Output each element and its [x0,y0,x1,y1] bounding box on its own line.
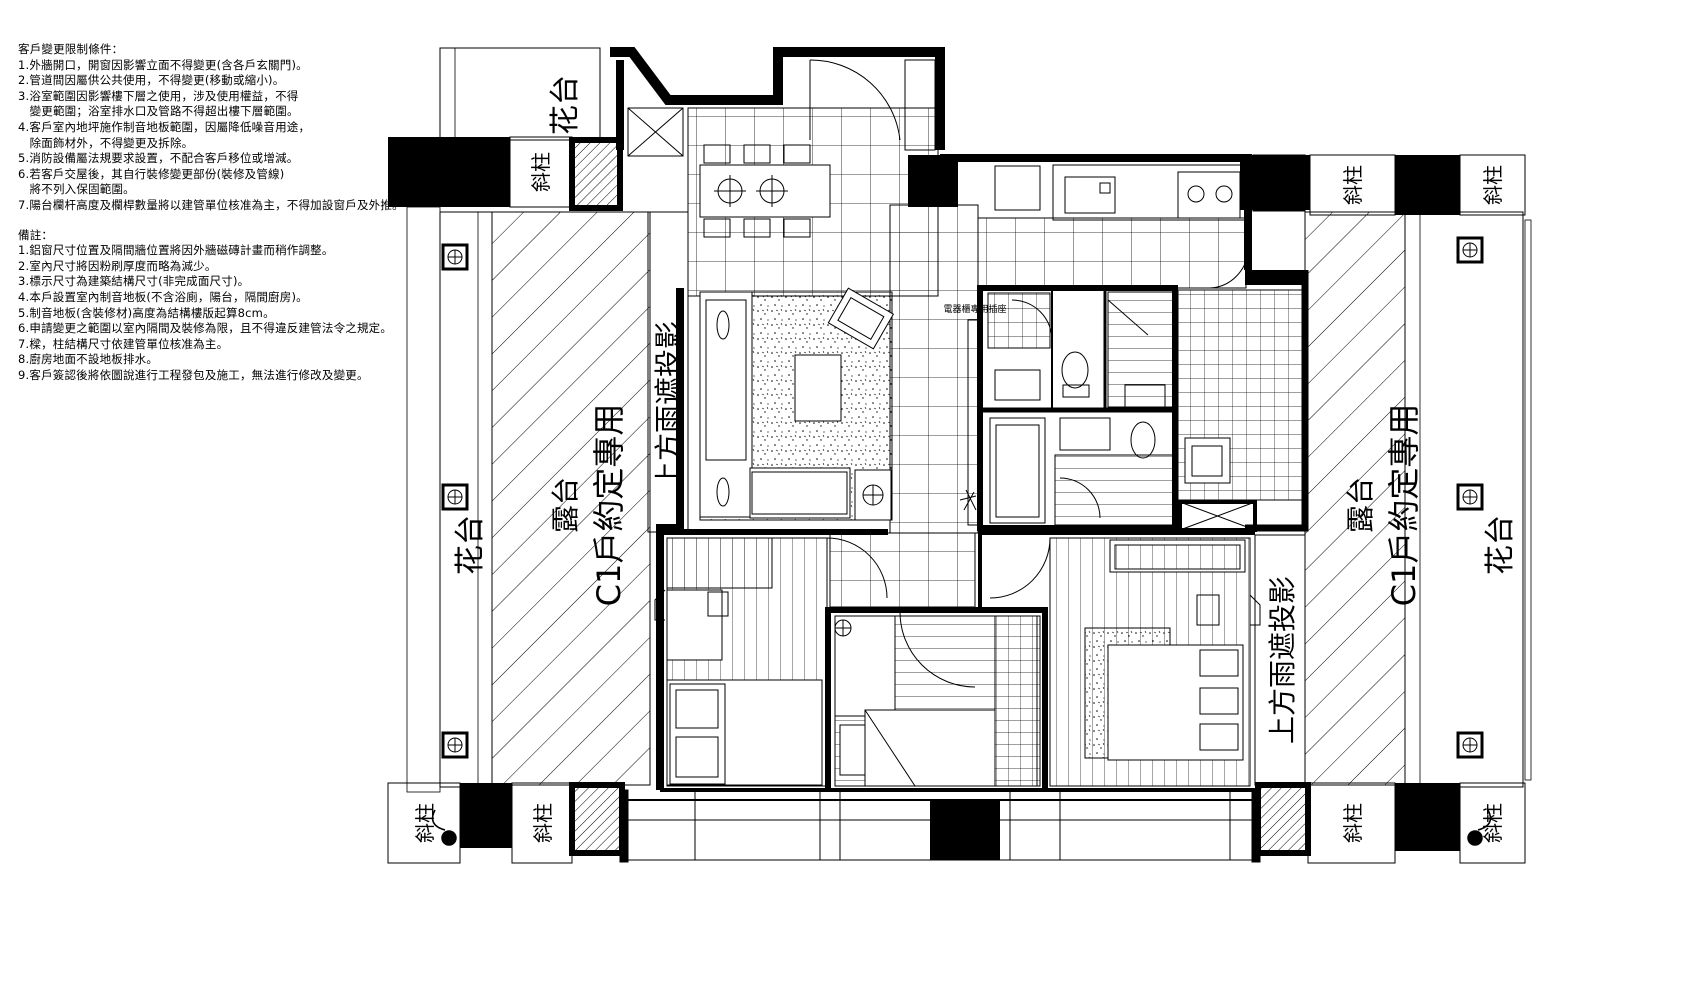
canopy-right-label: 上方雨遮投影 [1266,576,1299,744]
remark-item: 1.鋁窗尺寸位置及隔間牆位置將因外牆磁磚計畫而稍作調整。 [18,243,334,258]
canopy-left-label: 上方雨遮投影 [652,321,685,489]
remark-item: 8.廚房地面不設地板排水。 [18,352,159,367]
flower-left-label: 花台 [453,515,488,575]
pillar-label: 斜柱 [413,803,437,843]
restriction-item: 4.客戶室內地坪施作制音地板範圍，因屬降低噪音用途， 除面飾材外，不得變更及拆除… [18,119,311,150]
living-room [699,287,895,521]
remark-item: 7.樑，柱結構尺寸依建管單位核准為主。 [18,336,229,351]
electric-cabinet [959,319,981,526]
pillar-label: 斜柱 [1481,803,1505,843]
planter-right [1404,211,1524,788]
remark-item: 4.本戶設置室內制音地板(不含浴廁，陽台，隔間廚房)。 [18,289,308,304]
flower-right-label: 花台 [1483,515,1518,575]
restrictions-list: 1.外牆開口，開窗因影響立面不得變更(含各戶玄關門)。 2.管道間因屬供公共使用… [18,58,418,214]
restriction-item: 1.外牆開口，開窗因影響立面不得變更(含各戶玄關門)。 [18,57,308,72]
remarks-title: 備註： [18,227,54,242]
terrace-left-note: C1戶約定專用 [590,404,628,607]
pillar-label: 斜柱 [1481,165,1505,205]
remarks-list: 1.鋁窗尺寸位置及隔間牆位置將因外牆磁磚計畫而稍作調整。 2.室內尺寸將因粉刷厚… [18,243,418,383]
remark-item: 6.申請變更之範圍以室內隔間及裝修為限，且不得違反建管法令之規定。 [18,321,393,336]
remark-item: 9.客戶簽認後將依圖說進行工程發包及施工，無法進行修改及變更。 [18,367,369,382]
pillar-label: 斜柱 [1341,165,1365,205]
restriction-item: 2.管道間因屬供公共使用，不得變更(移動或縮小)。 [18,73,285,88]
restriction-item: 7.陽台欄杆高度及欄桿數量將以建管單位核准為主，不得加設窗戶及外推。 [18,197,404,212]
bedrooms [654,528,1261,790]
flower-top-label: 花台 [548,75,583,135]
remark-item: 2.室內尺寸將因粉刷厚度而略為減少。 [18,258,217,273]
notes-panel: 客戶變更限制條件： 1.外牆開口，開窗因影響立面不得變更(含各戶玄關門)。 2.… [18,42,418,383]
restriction-item: 5.消防設備屬法規要求設置，不配合客戶移位或增減。 [18,151,299,166]
terrace-left-title: 露台 [549,477,582,533]
restriction-item: 3.浴室範圍因影響樓下層之使用，涉及使用權益，不得 變更範圍；浴室排水口及管路不… [18,88,299,119]
bathrooms [977,285,1178,531]
pillar-boxes [387,136,1526,864]
kitchen [994,164,1249,289]
planter-top [439,47,601,141]
restriction-item: 6.若客戶交屋後，其自行裝修變更部份(裝修及管線) 將不列入保固範圍。 [18,166,285,197]
remark-item: 5.制音地板(含裝修材)高度為結構樓版起算8cm。 [18,305,275,320]
shaft-label: 電器櫃專用插座 [943,303,1006,315]
pillar-label: 斜柱 [531,803,555,843]
outlet-symbols [441,236,1484,759]
restrictions-title: 客戶變更限制條件： [18,42,124,56]
terrace-left [491,211,651,786]
wall-lamp-icons [431,809,1492,846]
pillar-label: 斜柱 [1341,803,1365,843]
service-shaft [627,107,684,157]
bottom-windows [694,790,1231,860]
terrace-right-note: C1戶約定專用 [1385,404,1423,607]
terrace-right [1304,211,1406,786]
corridor-floor-grid [889,204,979,534]
terrace-right-title: 露台 [1344,477,1377,533]
pillar-label: 斜柱 [529,152,553,192]
dining-table [699,144,831,238]
remark-item: 3.標示尺寸為建築結構尺寸(非完成面尺寸)。 [18,274,250,289]
